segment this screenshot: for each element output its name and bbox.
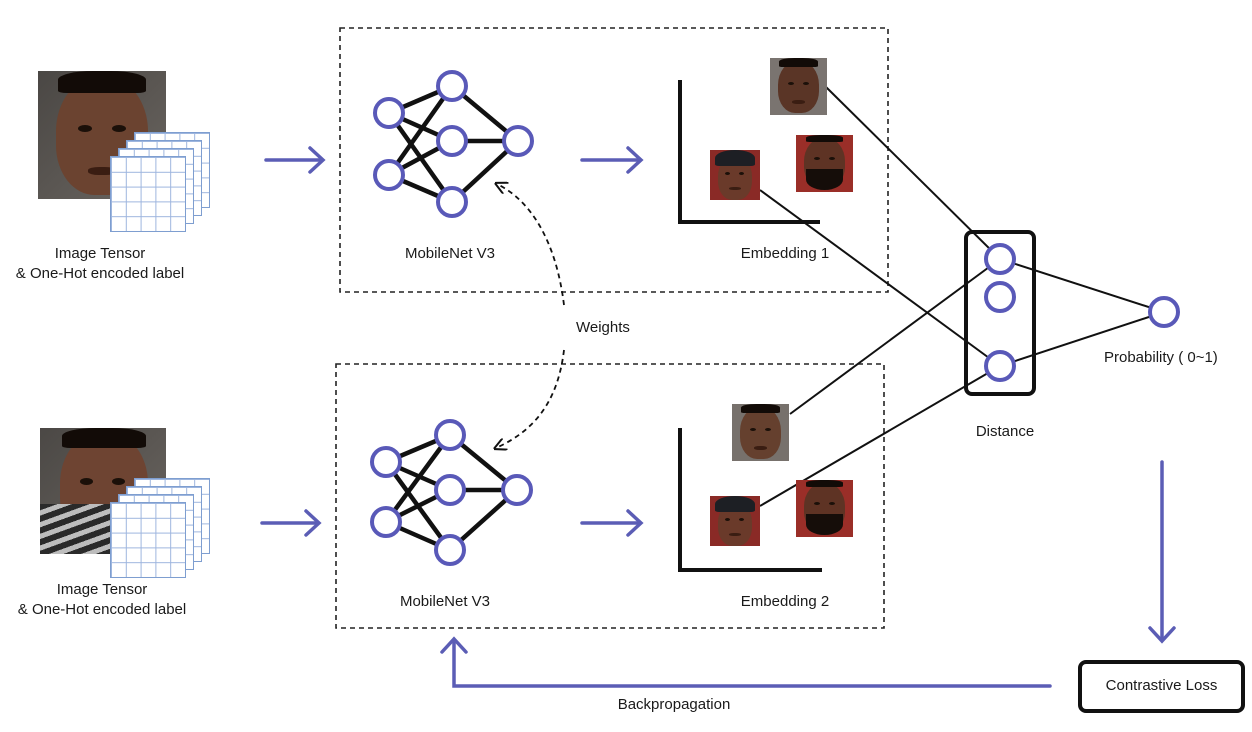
network-1-label: MobileNet V3 (404, 245, 496, 262)
embedding-1-face-top (770, 58, 827, 115)
embedding-1-face-cap (710, 150, 760, 200)
neural-network-1 (373, 70, 534, 218)
input-2-label-line2: & One-Hot encoded label (17, 601, 187, 618)
probability-label: Probability ( 0~1) (1104, 349, 1218, 366)
probability-node (1148, 296, 1180, 328)
probability-to-loss-arrow (1148, 460, 1176, 644)
nn1-input-node-2 (373, 159, 405, 191)
embedding-arrow-1 (580, 146, 644, 174)
weights-dashed-arrow-lower (496, 349, 565, 448)
distance-node-2 (984, 281, 1016, 313)
nn2-input-node-2 (370, 506, 402, 538)
branch-1-dashed-box (339, 27, 889, 293)
nn2-hidden-node-2 (434, 474, 466, 506)
input-arrow-1 (264, 146, 326, 174)
embedding-1-axes (678, 80, 820, 224)
embedding-2-face-cap (710, 496, 760, 546)
nn2-hidden-node-1 (434, 419, 466, 451)
backpropagation-arrow (440, 636, 1052, 688)
embedding-2-label: Embedding 2 (740, 593, 830, 610)
nn2-input-node-1 (370, 446, 402, 478)
distance-node-1 (984, 243, 1016, 275)
distance-node-3 (984, 350, 1016, 382)
branch-2-dashed-box (335, 363, 885, 629)
one-hot-grid-stack-1 (110, 132, 216, 232)
nn2-output-node (501, 474, 533, 506)
weights-dashed-arrow-upper (497, 184, 565, 306)
distance-to-probability-lines (999, 258, 1165, 367)
embedding-2-face-beard (796, 480, 853, 537)
network-2-label: MobileNet V3 (399, 593, 491, 610)
backpropagation-label: Backpropagation (617, 696, 731, 713)
neural-network-2 (370, 419, 533, 566)
input-arrow-2 (260, 509, 322, 537)
contrastive-loss-label: Contrastive Loss (1105, 677, 1218, 694)
nn1-hidden-node-2 (436, 125, 468, 157)
contrastive-loss-box (1078, 660, 1245, 713)
embedding-2-axes (678, 428, 822, 572)
nn1-output-node (502, 125, 534, 157)
embedding-1-label: Embedding 1 (740, 245, 830, 262)
nn1-hidden-node-3 (436, 186, 468, 218)
one-hot-grid-stack-2 (110, 478, 216, 578)
nn1-input-node-1 (373, 97, 405, 129)
embedding-1-face-beard (796, 135, 853, 192)
nn2-hidden-node-3 (434, 534, 466, 566)
embedding-2-face-top (732, 404, 789, 461)
distance-label: Distance (975, 423, 1035, 440)
weights-label: Weights (576, 319, 630, 336)
embedding-arrow-2 (580, 509, 644, 537)
distance-box (964, 230, 1036, 396)
nn1-hidden-node-1 (436, 70, 468, 102)
input-2-label-line1: Image Tensor (56, 581, 148, 598)
input-1-label-line2: & One-Hot encoded label (15, 265, 185, 282)
input-1-label-line1: Image Tensor (54, 245, 146, 262)
